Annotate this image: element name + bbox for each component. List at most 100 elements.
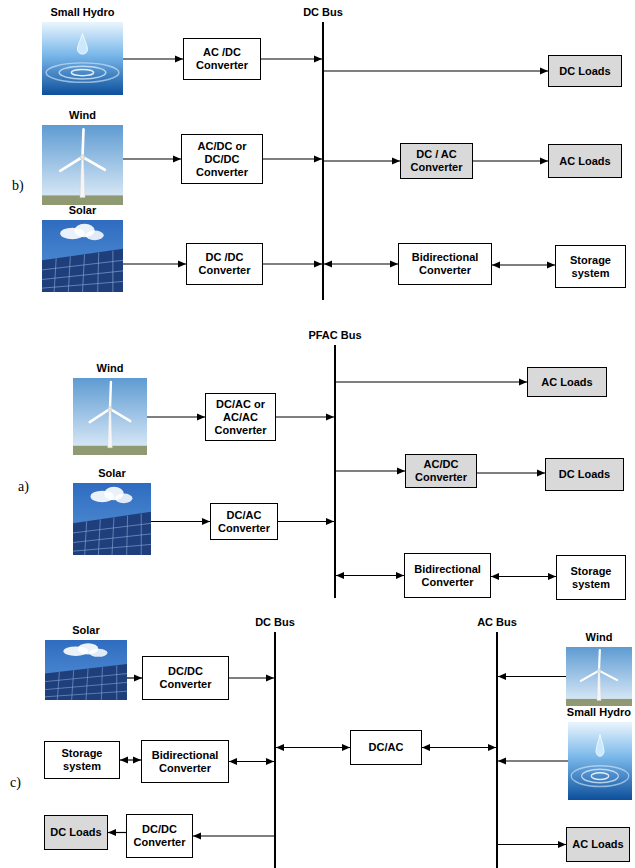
connector-arrow [324,158,400,165]
wind-turbine-picture [566,647,632,706]
heading-label: Wind [586,631,613,644]
connector-arrow [127,675,142,682]
arrow-head [547,262,555,269]
arrow-head [324,261,332,268]
connector-arrow [120,757,141,764]
box-label: AC Loads [528,376,606,389]
arrow-head [202,518,210,525]
load-box: AC Loads [527,367,607,397]
connector-arrow [151,518,210,525]
arrow-head [134,675,142,682]
box-label: DC Loads [546,468,623,481]
arrow-head [548,573,556,580]
bus-bar: PFAC Bus [334,345,336,598]
panel-letter: b) [12,178,24,194]
connector-arrow [276,414,334,421]
panel-letter: a) [18,479,29,495]
arrow-head [178,261,186,268]
box-label: Storage system [556,254,625,280]
connector-arrow [498,758,568,765]
converter-box: Storage system [556,555,626,600]
arrow-head [173,156,181,163]
box-label: DC/AC Converter [211,509,277,535]
converter-box: Bidirectional Converter [141,740,229,783]
connector-arrow [492,262,555,269]
connector-arrow [229,675,274,682]
load-box: DC Loads [548,55,622,87]
arrow-head [266,675,274,682]
connector-line [492,264,555,265]
load-box: DC Loads [545,458,624,491]
connector-arrow [263,156,322,163]
heading-label: Wind [97,362,124,375]
wind-turbine-picture [42,125,123,205]
connector-line [147,416,205,417]
heading-label: AC Bus [477,616,517,629]
connector-arrow [498,673,566,680]
arrow-head [397,468,405,475]
box-label: DC/DC Converter [143,665,228,691]
bus-bar: DC Bus [322,22,324,300]
load-box: AC Loads [566,827,630,862]
connector-line [123,158,181,159]
box-label: DC Loads [45,826,107,839]
connector-line [477,472,545,473]
source-picture: Solar [42,220,123,292]
connector-line [498,844,566,845]
arrow-head [488,744,496,751]
heading-label: Small Hydro [567,706,631,719]
connector-arrow [229,758,274,765]
arrow-head [120,757,128,764]
box-label: AC/DC or DC/DC Converter [182,140,262,179]
heading-label: Solar [69,204,97,217]
arrow-head [266,758,274,765]
arrow-head [175,56,183,63]
source-picture: Solar [73,483,151,555]
arrow-head [519,379,527,386]
connector-arrow [491,573,556,580]
load-box: DC / AC Converter [400,143,473,179]
converter-box: DC /DC Converter [186,243,263,285]
heading-label: Small Hydro [50,6,114,19]
arrow-head [396,572,404,579]
connector-line [263,263,322,264]
connector-line [422,747,496,748]
load-box: DC Loads [44,815,108,850]
arrow-head [229,758,237,765]
connector-line [276,416,334,417]
connector-arrow [276,744,350,751]
arrow-head [342,744,350,751]
connector-line [498,676,566,677]
box-label: AC Loads [549,155,621,168]
converter-box: DC/DC Converter [126,814,193,858]
wind-turbine-picture [73,378,147,455]
connector-line [278,521,334,522]
arrow-head [133,757,141,764]
connector-line [123,58,183,59]
solar-panel-picture [45,640,127,700]
connector-arrow [147,414,205,421]
connector-line [123,263,186,264]
load-box: AC/DC Converter [405,454,477,488]
connector-arrow [336,572,404,579]
connector-line [324,70,548,71]
arrow-head [314,261,322,268]
connector-arrow [477,470,545,477]
box-label: AC Loads [567,838,629,851]
arrow-head [108,829,116,836]
box-label: DC/DC Converter [127,823,192,849]
arrow-head [498,673,506,680]
arrow-head [390,261,398,268]
box-label: Storage system [45,747,119,773]
water-picture [42,22,123,95]
source-picture: Wind [566,647,632,706]
bus-bar: DC Bus [274,632,276,868]
connector-arrow [193,833,274,840]
converter-box: Storage system [555,245,626,288]
arrow-head [314,156,322,163]
connector-line [324,160,400,161]
converter-box: DC/AC or AC/AC Converter [205,393,276,441]
converter-box: DC/AC [350,730,422,765]
arrow-head [492,262,500,269]
